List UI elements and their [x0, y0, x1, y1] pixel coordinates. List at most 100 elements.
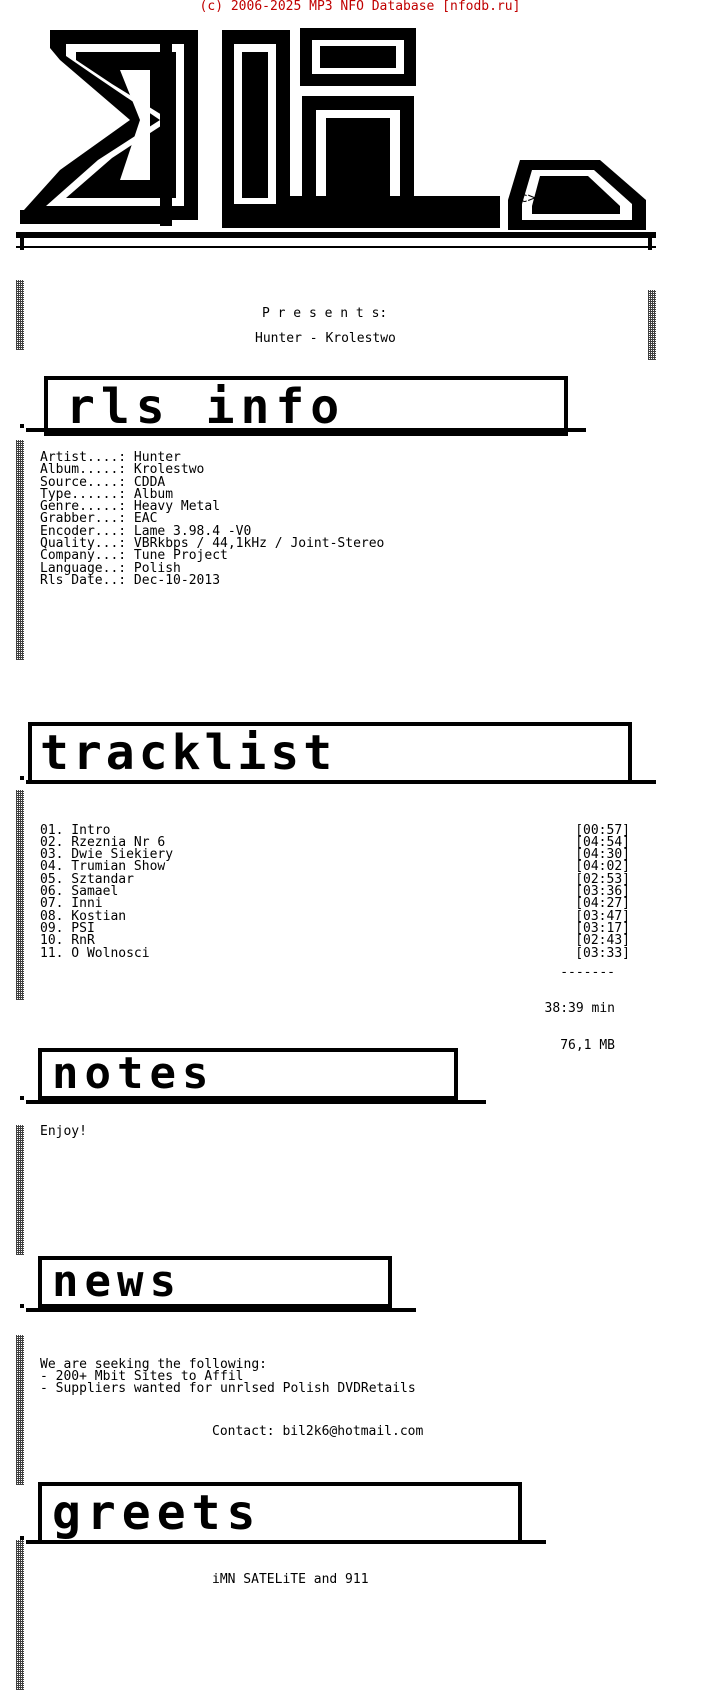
news-line: - 200+ Mbit Sites to Affil — [40, 1368, 244, 1384]
info-value: Album — [133, 486, 174, 502]
info-row: Company...: Tune Project — [40, 548, 384, 564]
track-time: [04:27] — [575, 896, 630, 912]
track-row: 03. Dwie Siekiery [04:30] — [40, 847, 630, 863]
info-value: Hunter — [133, 450, 181, 465]
info-key: Rls Date..: — [40, 572, 127, 588]
track-row: 06. Samael [03:36] — [40, 884, 630, 900]
section-title: tracklist — [40, 725, 337, 781]
header-art — [20, 1048, 486, 1104]
track-time: [00:57] — [575, 822, 630, 838]
track-title: 10. RnR — [40, 933, 95, 949]
track-title: 07. Inni — [40, 896, 103, 912]
totals-size: 76,1 MB — [560, 1038, 615, 1054]
section-header-news: news — [16, 1248, 416, 1314]
track-title: 11. O Wolnosci — [40, 945, 150, 961]
section-title: notes — [52, 1048, 215, 1099]
info-row: Artist....: Hunter — [40, 450, 384, 465]
track-time: [03:17] — [575, 920, 630, 936]
totals-duration: 38:39 min — [544, 1001, 615, 1017]
track-row: 11. O Wolnosci [03:33] — [40, 945, 630, 961]
track-title: 06. Samael — [40, 884, 119, 900]
info-key: Quality...: — [40, 536, 127, 552]
frame-shade — [16, 1335, 24, 1485]
header-art — [20, 1256, 416, 1312]
info-value: Heavy Metal — [133, 499, 221, 515]
info-key: Type......: — [40, 486, 127, 502]
track-row: 05. Sztandar [02:53] — [40, 871, 630, 887]
info-value: EAC — [133, 511, 158, 527]
section-title: greets — [52, 1485, 262, 1541]
section-header-tracklist: tracklist — [16, 710, 666, 790]
info-row: Album.....: Krolestwo — [40, 462, 384, 478]
news-text: We are seeking the following:- 200+ Mbit… — [40, 1334, 416, 1408]
header-art — [20, 376, 586, 436]
track-list: 01. Intro[00:57]02. Rzeznia Nr 6[04:54]0… — [40, 800, 630, 972]
info-value: Dec-10-2013 — [133, 572, 221, 588]
info-value: VBRkbps / 44,1kHz / Joint-Stereo — [133, 536, 385, 552]
track-row: 07. Inni [04:27] — [40, 896, 630, 912]
info-row: Rls Date..: Dec-10-2013 — [40, 572, 384, 588]
info-value: Lame 3.98.4 -V0 — [133, 523, 252, 539]
info-row: Source....: CDDA — [40, 474, 384, 490]
info-row: Grabber...: EAC — [40, 511, 384, 527]
track-time: [02:53] — [575, 871, 630, 887]
logo-tag: <c>nTg — [512, 191, 559, 206]
header-art — [20, 1482, 546, 1544]
info-row: Language..: Polish — [40, 560, 384, 576]
track-time: [04:02] — [575, 859, 630, 875]
track-time: [03:33] — [575, 945, 630, 961]
track-row: 02. Rzeznia Nr 6 [04:54] — [40, 834, 630, 850]
track-title: 01. Intro — [40, 822, 111, 838]
frame-shade — [16, 440, 24, 660]
track-time: [04:54] — [575, 834, 630, 850]
frame-shade — [648, 290, 656, 360]
release-title: Hunter - Krolestwo — [255, 331, 396, 346]
totals-separator: ------- — [560, 964, 615, 980]
track-title: 05. Sztandar — [40, 871, 134, 887]
track-row: 01. Intro [00:57] — [40, 822, 630, 838]
section-header-greets: greets — [16, 1470, 546, 1550]
frame-shade — [16, 1125, 24, 1255]
track-time: [03:36] — [575, 884, 630, 900]
news-line: We are seeking the following: — [40, 1356, 267, 1372]
track-title: 08. Kostian — [40, 908, 127, 924]
section-header-rls-info: rls info — [16, 358, 606, 438]
info-value: Tune Project — [133, 548, 228, 564]
notes-text: Enjoy! — [40, 1124, 87, 1139]
info-row: Quality...: VBRkbps / 44,1kHz / Joint-St… — [40, 536, 385, 552]
info-key: Encoder...: — [40, 523, 127, 539]
info-row: Type......: Album — [40, 486, 384, 502]
section-title: rls info — [66, 379, 346, 435]
greets-text: iMN SATELiTE and 911 — [212, 1572, 369, 1587]
track-title: 04. Trumian Show — [40, 859, 166, 875]
info-key: Source....: — [40, 474, 127, 490]
info-row: Genre.....: Heavy Metal — [40, 499, 384, 515]
contact-line: Contact: bil2k6@hotmail.com — [212, 1424, 424, 1439]
track-row: 04. Trumian Show [04:02] — [40, 859, 630, 875]
section-title: news — [52, 1256, 182, 1307]
info-key: Company...: — [40, 548, 127, 564]
track-title: 02. Rzeznia Nr 6 — [40, 834, 166, 850]
track-time: [04:30] — [575, 847, 630, 863]
track-row: 09. PSI [03:17] — [40, 920, 630, 936]
presents-text: P r e s e n t s: — [262, 306, 388, 321]
info-key: Language..: — [40, 560, 127, 576]
site-credit: (c) 2006-2025 MP3 NFO Database [nfodb.ru… — [199, 0, 521, 14]
info-key: Album.....: — [40, 462, 127, 478]
info-key: Artist....: — [40, 450, 127, 465]
track-title: 03. Dwie Siekiery — [40, 847, 174, 863]
track-row: 08. Kostian [03:47] — [40, 908, 630, 924]
info-row: Encoder...: Lame 3.98.4 -V0 — [40, 523, 384, 539]
section-header-notes: notes — [16, 1040, 486, 1106]
frame-shade — [16, 790, 24, 1000]
frame-shade — [16, 1540, 24, 1690]
totals: ------- 38:39 min 76,1 MB — [500, 942, 615, 1065]
track-time: [03:47] — [575, 908, 630, 924]
header-art — [20, 722, 656, 784]
news-line: - Suppliers wanted for unrlsed Polish DV… — [40, 1381, 416, 1397]
logo-art — [16, 28, 656, 250]
track-time: [02:43] — [575, 933, 630, 949]
track-title: 09. PSI — [40, 920, 95, 936]
frame-shade — [16, 280, 24, 350]
